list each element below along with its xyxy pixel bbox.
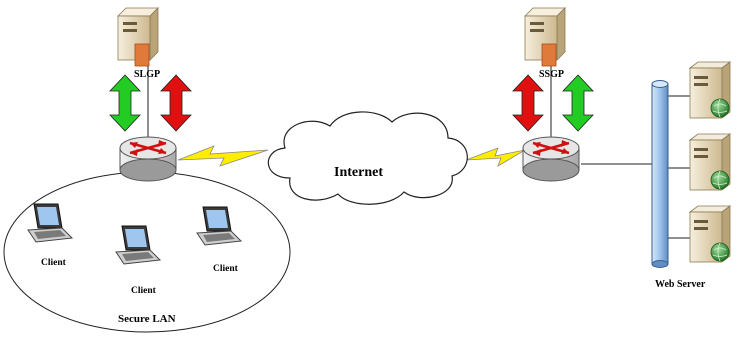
server-side-router-icon (521, 135, 581, 183)
slgp-label: SLGP (134, 69, 160, 80)
internet-label: Internet (334, 165, 383, 180)
ssgp-server-icon (524, 7, 566, 67)
lan-router-icon (118, 135, 178, 183)
client-label-1: Client (41, 258, 67, 268)
slgp-server-icon (117, 7, 159, 67)
green-double-arrow-left (109, 74, 141, 132)
ssgp-label: SSGP (539, 69, 564, 80)
client-label-2: Client (131, 286, 157, 296)
wan-lightning-left-icon (177, 145, 269, 167)
network-backbone-pipe (651, 80, 669, 268)
wan-lightning-right-icon (465, 147, 526, 167)
web-server-icon-1 (689, 61, 731, 119)
green-double-arrow-right (562, 74, 594, 132)
red-double-arrow-left (160, 74, 192, 132)
secure-lan-label: Secure LAN (118, 313, 176, 325)
web-server-icon-3 (689, 205, 731, 263)
web-server-label: Web Server (655, 279, 706, 290)
client-label-3: Client (213, 264, 239, 274)
red-double-arrow-right (512, 74, 544, 132)
web-server-icon-2 (689, 133, 731, 191)
client-laptop-icon-3 (196, 206, 242, 246)
client-laptop-icon-2 (115, 225, 161, 265)
client-laptop-icon-1 (27, 203, 73, 243)
internet-cloud-icon (267, 111, 468, 205)
